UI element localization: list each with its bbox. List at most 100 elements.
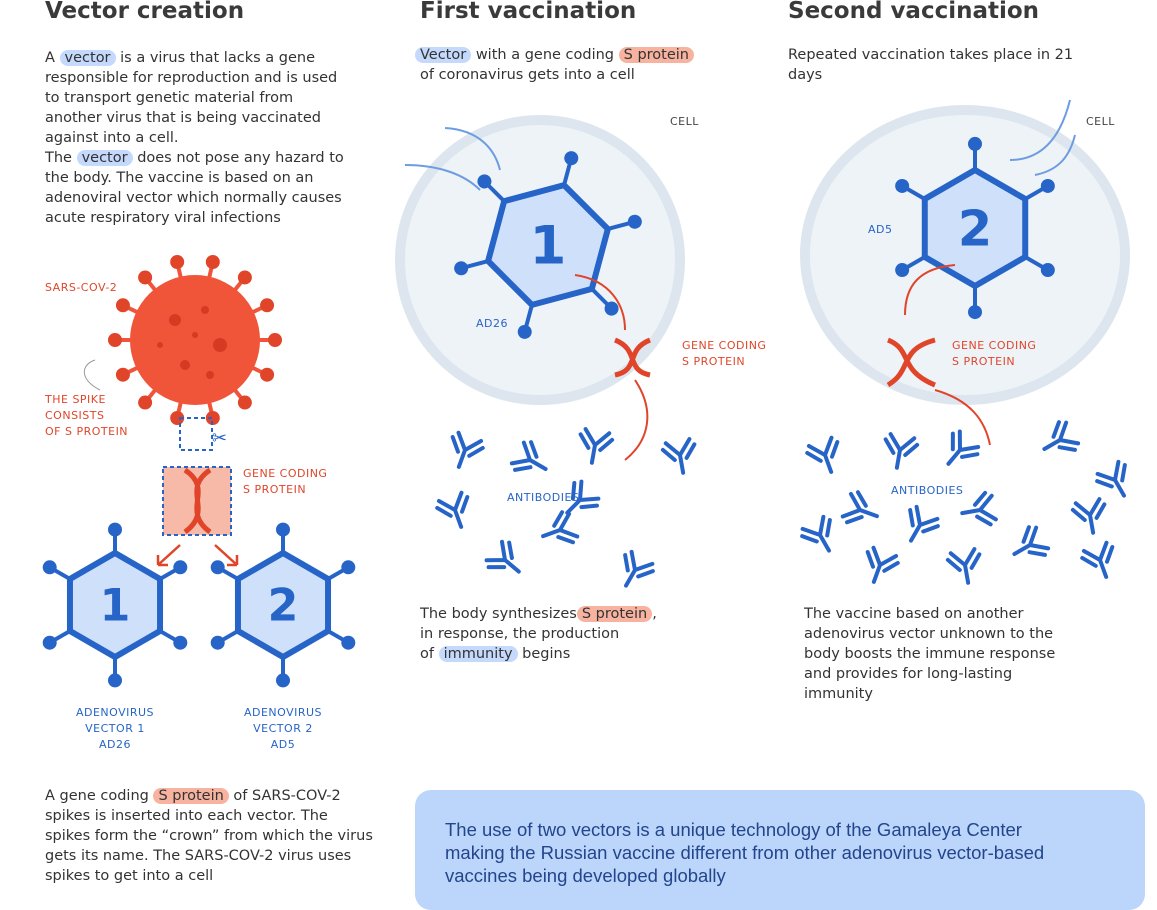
antibody-icon	[800, 514, 832, 553]
gene-label: GENE CODING S PROTEIN	[243, 466, 327, 498]
antibody-icon	[435, 490, 470, 529]
highlight-vector: vector	[76, 150, 133, 166]
text: is a virus that lacks a gene responsible…	[45, 50, 338, 146]
spike-label: THE SPIKE CONSISTS OF S PROTEIN	[45, 392, 128, 440]
label-line: S PROTEIN	[682, 355, 746, 368]
antibody-icon	[578, 427, 615, 465]
label-line: ADENOVIRUS	[243, 706, 323, 719]
gene-label: GENE CODING S PROTEIN	[952, 338, 1036, 370]
gene-insertion-text: A gene coding S protein of SARS-COV-2 sp…	[45, 786, 375, 886]
spike-tip	[237, 270, 252, 285]
vector-number: 2	[958, 199, 992, 257]
text: ,	[652, 606, 657, 622]
virus-dot	[180, 360, 190, 370]
antibodies-label: ANTIBODIES	[507, 491, 580, 504]
dna-icon	[183, 467, 212, 535]
vector-number: 1	[530, 216, 567, 277]
antibody-icon	[541, 510, 580, 545]
antibodies-label: ANTIBODIES	[891, 484, 964, 497]
column-title-first-vaccination: First vaccination	[420, 0, 637, 24]
highlight-immunity: immunity	[438, 646, 518, 662]
spike-tip	[138, 270, 153, 285]
text: does not pose any hazard to the body. Th…	[45, 150, 344, 226]
vector2-label: ADENOVIRUS VECTOR 2 AD5	[223, 705, 343, 753]
antibody-icon	[945, 547, 982, 585]
label-line: CONSISTS	[45, 409, 105, 422]
entry-arrow-icon	[1009, 99, 1076, 176]
label-line: VECTOR 2	[253, 722, 313, 735]
gene-label: GENE CODING S PROTEIN	[682, 338, 766, 370]
label-line: THE SPIKE	[45, 393, 106, 406]
antibody-icon	[1095, 459, 1127, 498]
gene-arrow-icon	[904, 264, 991, 446]
antibody-icon	[883, 432, 920, 470]
spike-tip	[170, 255, 185, 270]
adenovirus-vector-icon: 2	[210, 522, 356, 688]
antibody-icon	[960, 490, 998, 527]
antibody-icon	[840, 490, 879, 525]
dna-icon	[613, 337, 652, 378]
dna-icon	[886, 337, 936, 388]
virus-dot	[213, 338, 227, 352]
spike-tip	[260, 367, 275, 382]
text: The body synthesizes	[420, 606, 577, 622]
spike-tip	[115, 367, 130, 382]
adenovirus-vector-icon: 1	[42, 522, 188, 688]
gene-arrow-icon	[574, 274, 649, 461]
pointer-line	[83, 359, 101, 391]
arrow-icon	[156, 544, 239, 567]
label-line: S PROTEIN	[952, 355, 1016, 368]
first-vaccination-intro: Vector with a gene coding S protein of c…	[415, 45, 735, 85]
antibody-icon	[509, 440, 548, 472]
spike-tip	[138, 395, 153, 410]
text: begins	[522, 646, 571, 662]
spike-tip	[205, 255, 220, 270]
label-line: GENE CODING	[952, 339, 1037, 352]
antibody-icon	[484, 539, 521, 574]
spike-selection	[179, 417, 213, 451]
text: with a gene coding	[475, 47, 615, 63]
antibody-icon	[1012, 525, 1051, 557]
vector1-label: ADENOVIRUS VECTOR 1 AD26	[55, 705, 175, 753]
cell-label: CELL	[670, 115, 699, 128]
text: A	[45, 50, 55, 66]
entry-arrow-icon	[404, 127, 501, 191]
vector-label: AD5	[868, 223, 893, 236]
sars-cov-2-virus-icon	[108, 255, 282, 425]
virus-body	[130, 275, 260, 405]
label-line: GENE CODING	[243, 467, 328, 480]
spike-tip	[115, 298, 130, 313]
summary-text: The use of two vectors is a unique techn…	[445, 819, 1045, 886]
text: of	[420, 646, 434, 662]
cell-label: CELL	[1086, 115, 1115, 128]
antibody-icon	[1042, 420, 1081, 452]
virus-dot	[201, 306, 209, 314]
label-line: VECTOR 1	[85, 722, 145, 735]
label-line: AD5	[270, 738, 296, 751]
adenovirus-vector-icon: 2	[895, 136, 1055, 320]
text: The	[45, 150, 72, 166]
highlight-vector: vector	[59, 50, 116, 66]
second-vaccination-result: The vaccine based on another adenovirus …	[804, 606, 1056, 702]
label-line: ADENOVIRUS	[75, 706, 155, 719]
antibody-icon	[450, 430, 485, 469]
spike-tip	[170, 410, 185, 425]
antibody-icon	[660, 437, 697, 475]
virus-dot	[206, 371, 214, 379]
text: in response, the production	[420, 626, 620, 642]
virus-dot	[157, 342, 163, 348]
highlight-s-protein: S protein	[153, 788, 229, 804]
antibody-icon	[623, 549, 655, 588]
text: A gene coding	[45, 788, 149, 804]
text: of SARS-COV-2 spikes is inserted into ea…	[45, 788, 373, 884]
vector-number: 2	[268, 581, 299, 632]
scissors-icon: ✂	[212, 428, 227, 449]
text: of coronavirus gets into a cell	[420, 67, 635, 83]
label-line: AD26	[99, 738, 131, 751]
vector-definition: A vector is a virus that lacks a gene re…	[45, 48, 345, 228]
antibody-icon	[908, 504, 940, 543]
virus-dot	[192, 332, 198, 338]
spike-tip	[205, 410, 220, 425]
